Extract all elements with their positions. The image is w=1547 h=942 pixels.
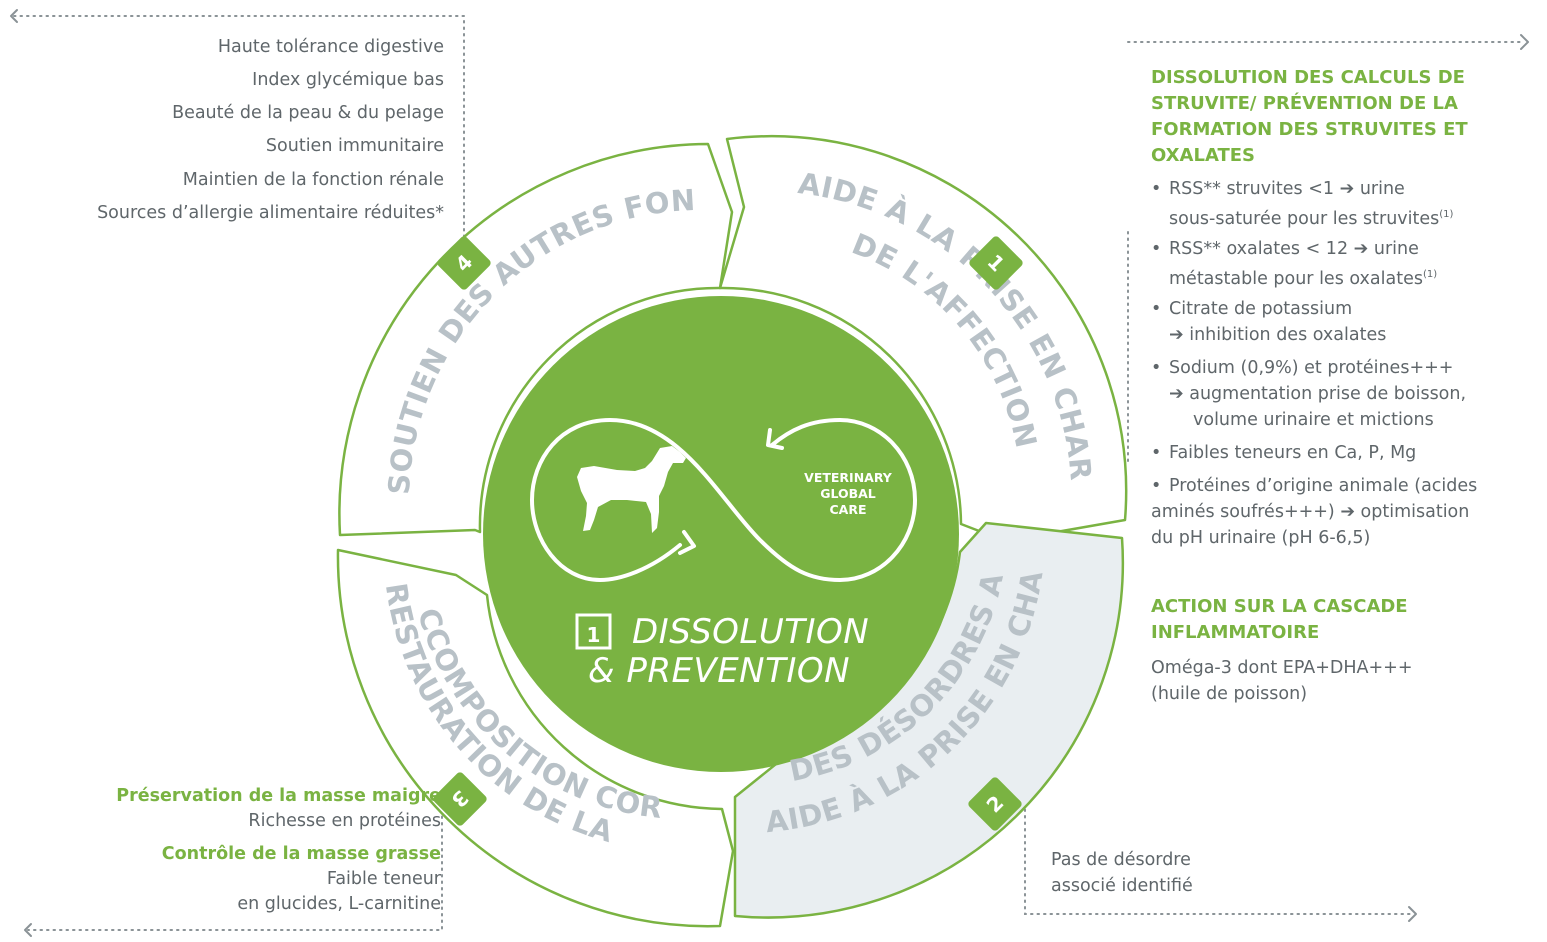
inflammation-heading: ACTION SUR LA CASCADE INFLAMMATOIRE (1151, 596, 1408, 643)
benefit-item: Sources d’allergie alimentaire réduites* (97, 203, 444, 223)
inflammation-text: Oméga-3 dont EPA+DHA+++ (huile de poisso… (1151, 658, 1413, 704)
dissolution-heading: DISSOLUTION DES CALCULS DE STRUVITE/ PRÉ… (1151, 67, 1468, 166)
lean-mass-text: Richesse en protéines (248, 811, 441, 831)
bullet-item: •Faibles teneurs en Ca, P, Mg (1151, 443, 1417, 463)
logo-line-2: GLOBAL (820, 486, 876, 501)
benefit-item: Maintien de la fonction rénale (182, 170, 444, 190)
connector-lines (13, 15, 1524, 931)
arrow-right-icon (1408, 906, 1417, 922)
bullet-item: •Protéines d’origine animale (acides ami… (1151, 476, 1478, 548)
arrow-left-icon (10, 9, 18, 23)
benefit-item: Index glycémique bas (252, 70, 444, 90)
bullet-item: •RSS** oxalates < 12 ➔ urine métastable … (1151, 239, 1438, 289)
arrow-right-icon (1520, 34, 1529, 50)
infinity-icon (529, 417, 918, 583)
bullet-item: •Citrate de potassium ➔ inhibition des o… (1151, 299, 1387, 345)
logo-line-3: CARE (829, 502, 866, 517)
segment-1 (718, 134, 1128, 543)
fat-mass-text: Faible teneur (326, 869, 441, 889)
benefit-item: Haute tolérance digestive (217, 37, 444, 57)
center-title-line-2: & PREVENTION (588, 651, 850, 691)
lean-mass-heading: Préservation de la masse maigre (116, 786, 441, 806)
bullet-item: •RSS** struvites <1 ➔ urine sous-saturée… (1151, 179, 1454, 229)
badge-3: 3 (433, 772, 487, 826)
benefit-item: Beauté de la peau & du pelage (172, 103, 444, 123)
arrow-icon (678, 530, 696, 555)
associated-disorders-text: associé identifié (1051, 876, 1193, 896)
bullet-item: •Sodium (0,9%) et protéines+++ ➔ augment… (1151, 358, 1467, 430)
segment-3 (336, 548, 735, 928)
care-ring (336, 134, 1128, 928)
fat-mass-heading: Contrôle de la masse grasse (161, 844, 441, 864)
badge-1: 1 (969, 236, 1023, 290)
badge-2: 2 (968, 777, 1022, 831)
segment-4 (338, 142, 734, 537)
benefit-item: Soutien immunitaire (265, 136, 444, 156)
center-title-line-1: DISSOLUTION (632, 612, 869, 652)
badge-4: 4 (437, 236, 491, 290)
fat-mass-text: en glucides, L-carnitine (237, 894, 441, 914)
logo-line-1: VETERINARY (804, 470, 893, 485)
associated-disorders-text: Pas de désordre (1051, 850, 1191, 870)
arrow-left-icon (24, 923, 32, 937)
arrow-icon (766, 428, 784, 450)
center-disk (483, 296, 959, 772)
center-number-box (575, 613, 612, 650)
dog-icon (577, 446, 686, 533)
center-number: 1 (587, 623, 601, 647)
